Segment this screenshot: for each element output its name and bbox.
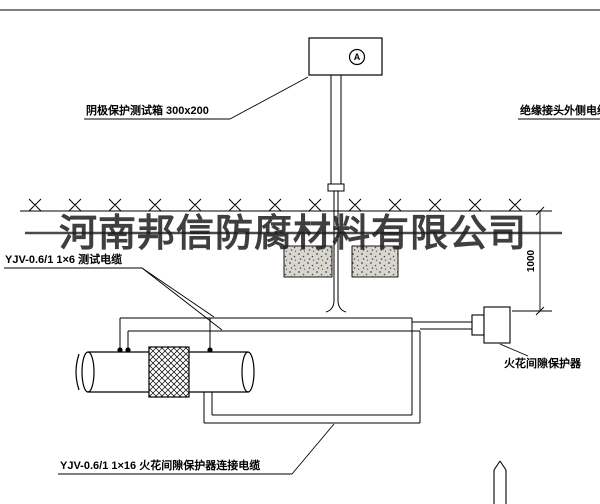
label-insulation-joint-cable: 绝缘接头外侧电缆 <box>520 103 600 117</box>
dim-tick-bottom <box>535 306 545 316</box>
watermark: 河南邦信防腐材料有限公司 <box>25 213 562 255</box>
concrete-block-right <box>351 245 399 278</box>
protector-body <box>483 306 511 344</box>
dim-tick-top <box>535 206 545 216</box>
conduit-riser <box>325 75 347 313</box>
pipeline <box>75 346 255 398</box>
ground-level <box>20 198 530 212</box>
concrete-blocks <box>283 245 399 278</box>
label-test-box: 阴极保护测试箱 300x200 <box>86 103 209 117</box>
cable-runs <box>119 317 472 424</box>
pipe-end-left <box>81 351 95 393</box>
pipe-end-right <box>241 351 255 393</box>
conduit-coupling <box>327 183 345 192</box>
watermark-text: 河南邦信防腐材料有限公司 <box>59 213 527 255</box>
cable-hook-right <box>337 301 347 313</box>
test-box-symbol <box>308 37 383 76</box>
test-box-rect <box>308 37 383 76</box>
cable-hook-left <box>325 301 335 313</box>
ammeter-letter: A <box>354 52 361 62</box>
insulating-joint <box>148 346 190 398</box>
label-connection-cable: YJV-0.6/1 1×16 火花间隙保护器连接电缆 <box>60 458 260 472</box>
grade-x-marks <box>28 198 522 212</box>
cable-lugs <box>117 347 213 353</box>
pipe-riser-symbol <box>493 460 507 504</box>
dimension-value: 1000 <box>526 249 537 272</box>
ammeter-icon <box>348 48 366 66</box>
protector-neck <box>471 314 485 336</box>
spark-gap-protector-symbol <box>471 306 511 344</box>
concrete-block-left <box>283 245 333 278</box>
dimension-1000 <box>512 206 552 316</box>
leader-lines <box>4 76 600 475</box>
label-test-cable: YJV-0.6/1 1×6 测试电缆 <box>5 252 122 266</box>
label-spark-gap-protector: 火花间隙保护器 <box>504 356 582 370</box>
pipe-break-arc <box>75 353 80 391</box>
